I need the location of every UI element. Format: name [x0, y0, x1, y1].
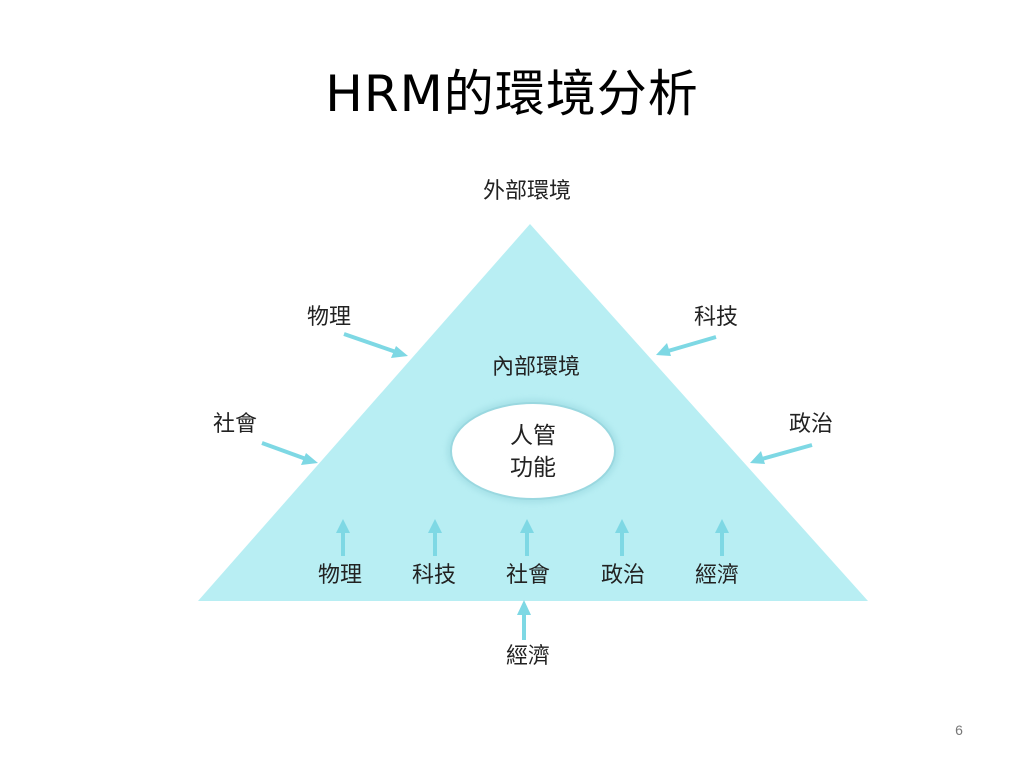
slide-title: HRM的環境分析	[325, 65, 699, 123]
slide-number: 6	[955, 722, 963, 738]
left-factor-social: 社會	[213, 412, 257, 437]
arrow-political-right	[750, 443, 813, 464]
arrow-up-4	[615, 519, 629, 556]
arrow-up-economic-below	[517, 600, 531, 640]
arrow-up-3	[520, 519, 534, 556]
below-factor-economic: 經濟	[506, 644, 550, 669]
inner-environment-label: 內部環境	[492, 355, 580, 380]
right-factor-technology: 科技	[694, 305, 738, 330]
arrow-physical-left	[343, 332, 408, 358]
bottom-factor-technology: 科技	[412, 563, 456, 588]
outer-environment-label: 外部環境	[483, 179, 571, 204]
arrow-up-5	[715, 519, 729, 556]
bottom-factor-physical: 物理	[318, 563, 362, 588]
arrow-up-1	[336, 519, 350, 556]
bottom-factor-political: 政治	[601, 563, 645, 588]
bottom-factor-social: 社會	[506, 563, 550, 588]
right-factor-political: 政治	[789, 412, 833, 437]
left-factor-physical: 物理	[307, 305, 351, 330]
arrow-up-2	[428, 519, 442, 556]
arrow-technology-right	[656, 335, 717, 356]
arrow-social-left	[261, 441, 318, 465]
bottom-factor-economic: 經濟	[695, 563, 739, 588]
core-label-line1: 人管	[510, 423, 556, 449]
core-ellipse	[450, 402, 616, 500]
core-label-line2: 功能	[510, 455, 556, 481]
